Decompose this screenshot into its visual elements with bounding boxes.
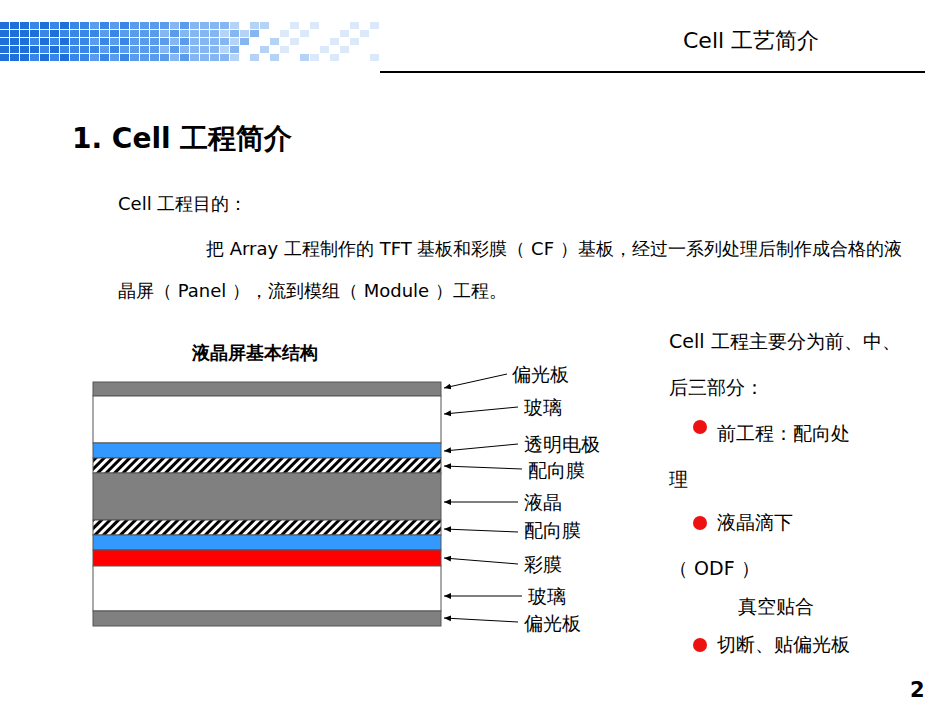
leader-lines bbox=[444, 374, 522, 622]
layer-label: 配向膜 bbox=[524, 518, 581, 544]
layer-label: 偏光板 bbox=[524, 611, 581, 637]
lcd-layers bbox=[93, 382, 441, 626]
alignment-layer bbox=[93, 458, 441, 473]
purpose-text: 把 Array 工程制作的 TFT 基板和彩膜（ CF ）基板，经过一系列处理后… bbox=[118, 228, 913, 312]
electrode-layer bbox=[93, 443, 441, 458]
purpose-heading: Cell 工程目的： bbox=[118, 192, 247, 216]
layer-label: 玻璃 bbox=[528, 584, 566, 610]
alignment-layer bbox=[93, 520, 441, 535]
layer-label: 配向膜 bbox=[528, 458, 585, 484]
glass-layer bbox=[93, 566, 441, 611]
page-number: 2 bbox=[910, 678, 925, 702]
liquid-crystal-layer bbox=[93, 473, 441, 520]
electrode-layer bbox=[93, 535, 441, 550]
process-item: 切断、贴偏光板 bbox=[717, 632, 850, 658]
diagram-heading: 液晶屏基本结构 bbox=[192, 341, 318, 365]
layer-label: 彩膜 bbox=[524, 552, 562, 578]
polarizer-layer bbox=[93, 382, 441, 396]
process-item: 真空贴合 bbox=[738, 594, 814, 620]
header-rule bbox=[380, 71, 925, 73]
layer-label: 透明电极 bbox=[524, 432, 600, 458]
polarizer-layer bbox=[93, 611, 441, 626]
process-item: 液晶滴下 bbox=[717, 510, 793, 536]
process-intro: Cell 工程主要分为前、中、后三部分： bbox=[669, 318, 901, 410]
layer-label: 偏光板 bbox=[512, 362, 569, 388]
color-filter-layer bbox=[93, 550, 441, 566]
process-item: （ ODF ） bbox=[669, 556, 760, 582]
slide-title: 1. Cell 工程简介 bbox=[72, 120, 292, 158]
layer-label: 液晶 bbox=[524, 490, 562, 516]
bullets bbox=[693, 420, 707, 652]
layer-label: 玻璃 bbox=[524, 395, 562, 421]
process-item: 前工程：配向处理 bbox=[669, 410, 865, 502]
glass-layer bbox=[93, 396, 441, 443]
header-title: Cell 工艺简介 bbox=[683, 26, 819, 56]
header-pixels bbox=[0, 22, 379, 61]
